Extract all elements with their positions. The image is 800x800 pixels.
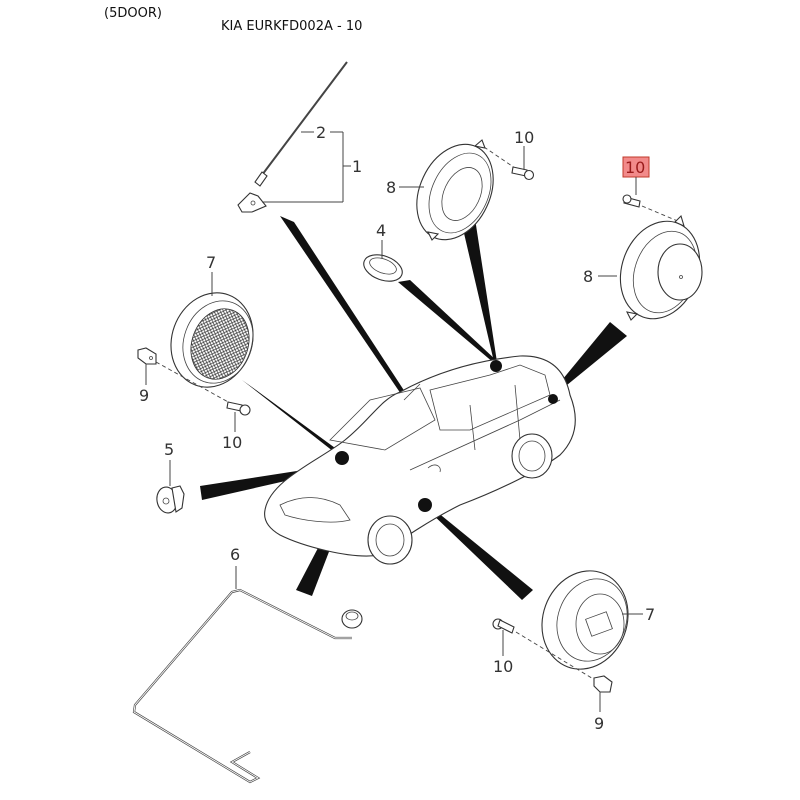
leader-grommet <box>398 280 497 363</box>
antenna-assembly[interactable]: 2 1 <box>237 61 362 213</box>
screw-highlighted[interactable]: 10 <box>622 156 681 223</box>
callout-10-left: 10 <box>222 433 242 452</box>
callout-1: 1 <box>352 157 362 176</box>
leader-right-speaker <box>553 322 627 394</box>
mount-spot-roof <box>490 360 502 372</box>
callout-2: 2 <box>316 123 326 142</box>
antenna-cable[interactable]: 6 <box>132 545 363 784</box>
mount-spot-dash <box>335 451 349 465</box>
callout-6: 6 <box>230 545 240 564</box>
callout-10-top: 10 <box>514 128 534 147</box>
screw-bottom[interactable]: 10 <box>492 618 596 681</box>
grommet[interactable]: 4 <box>360 221 406 286</box>
front-door-speaker-left[interactable]: 7 <box>158 253 266 399</box>
leader-front-door <box>428 507 533 600</box>
mount-spot-front-door <box>418 498 432 512</box>
leader-antenna <box>280 216 407 397</box>
front-door-speaker-right[interactable]: 7 <box>528 559 655 682</box>
rear-speaker-right[interactable]: 8 <box>583 210 713 330</box>
variant-label: (5DOOR) <box>104 6 162 21</box>
callout-7-left: 7 <box>206 253 216 272</box>
tweeter[interactable]: 5 <box>155 440 185 515</box>
leader-left-speaker <box>242 380 346 459</box>
callout-4: 4 <box>376 221 386 240</box>
callout-9-left: 9 <box>139 386 149 405</box>
clip-left[interactable]: 9 <box>137 347 231 405</box>
callout-8-top: 8 <box>386 178 396 197</box>
clip-right[interactable]: 9 <box>593 675 613 733</box>
callout-10-highlighted: 10 <box>625 158 645 177</box>
callout-9-right: 9 <box>594 714 604 733</box>
callout-5: 5 <box>164 440 174 459</box>
callout-7-right: 7 <box>645 605 655 624</box>
car-illustration <box>264 355 576 565</box>
leader-top-speaker <box>460 212 497 362</box>
rear-speaker-top[interactable]: 8 <box>386 132 516 252</box>
callout-8-right: 8 <box>583 267 593 286</box>
mount-spot-rear <box>548 394 558 404</box>
screw-top[interactable]: 10 <box>511 128 534 181</box>
diagram-title: KIA EURKFD002A - 10 <box>221 19 363 34</box>
callout-10-bottom: 10 <box>493 657 513 676</box>
screw-left[interactable]: 10 <box>222 401 251 452</box>
